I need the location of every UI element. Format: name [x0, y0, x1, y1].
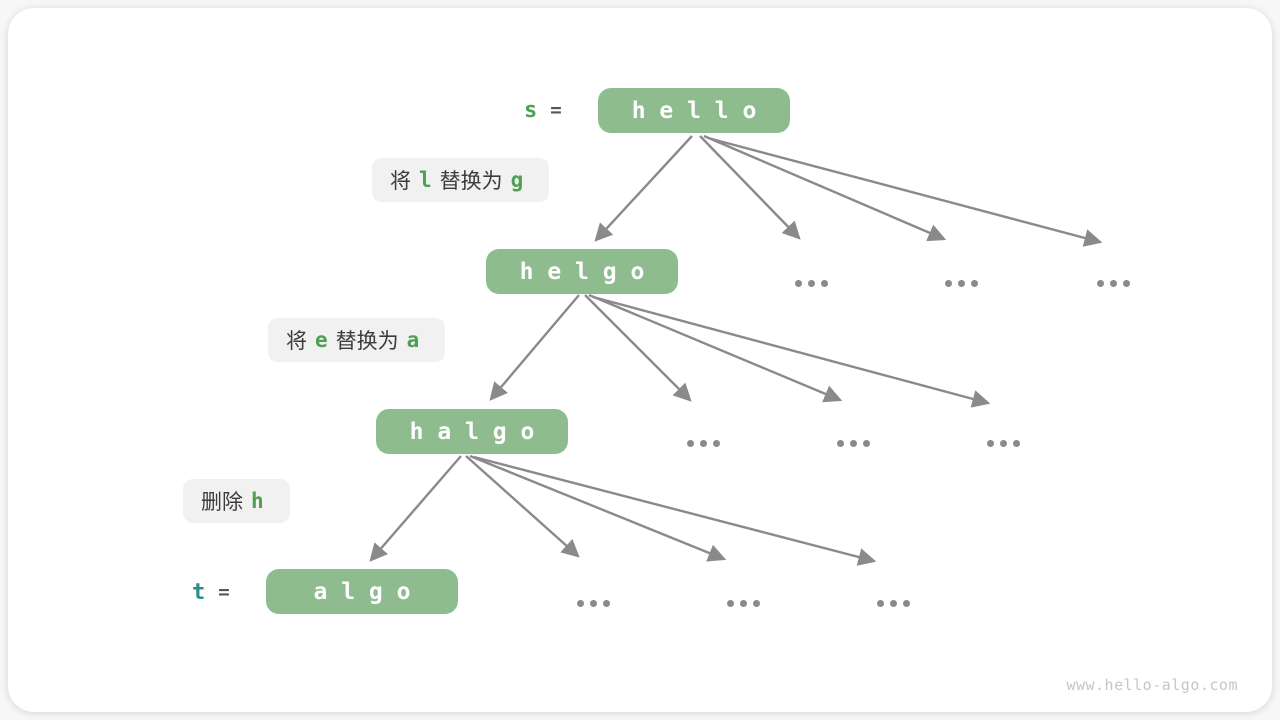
op-char-from: l [419, 168, 432, 192]
node-text: h e l l o [631, 97, 757, 124]
node-bold-char: g [602, 258, 617, 285]
op-middle: 替换为 [439, 170, 503, 193]
equals-sign: = [218, 581, 230, 603]
ellipsis-dots [687, 440, 720, 447]
ellipsis-dots [1097, 280, 1130, 287]
watermark-url: www.hello-algo.com [1066, 676, 1238, 694]
node-text: l g o [451, 418, 535, 445]
ellipsis-dots [837, 440, 870, 447]
op-char-to: g [510, 168, 524, 192]
op-prefix: 将 [390, 170, 411, 193]
node-text: h e l [519, 258, 603, 285]
op-prefix: 将 [286, 330, 307, 353]
assignment-s: s = [524, 95, 562, 125]
string-node-halgo: h a l g o [376, 409, 568, 454]
string-node-helgo: h e l g o [486, 249, 678, 294]
ellipsis-dots [795, 280, 828, 287]
operation-label-delete-h: 删除 h [183, 479, 290, 523]
assignment-t: t = [192, 577, 230, 607]
op-middle: 替换为 [335, 330, 399, 353]
variable-s: s [524, 97, 538, 123]
node-text: h [409, 418, 438, 445]
node-bold-char: a [437, 418, 452, 445]
op-prefix: 删除 [201, 491, 243, 514]
string-node-hello: h e l l o [598, 88, 790, 133]
variable-t: t [192, 579, 206, 605]
ellipsis-dots [877, 600, 910, 607]
op-char-to: a [406, 328, 420, 352]
ellipsis-dots [727, 600, 760, 607]
ellipsis-dots [577, 600, 610, 607]
op-char-from: e [315, 328, 328, 352]
op-char-from: h [251, 489, 264, 513]
ellipsis-dots [987, 440, 1020, 447]
equals-sign: = [550, 99, 562, 121]
string-node-algo: a l g o [266, 569, 458, 614]
ellipsis-dots [945, 280, 978, 287]
node-text: o [616, 258, 645, 285]
node-text: a l g o [313, 578, 411, 605]
